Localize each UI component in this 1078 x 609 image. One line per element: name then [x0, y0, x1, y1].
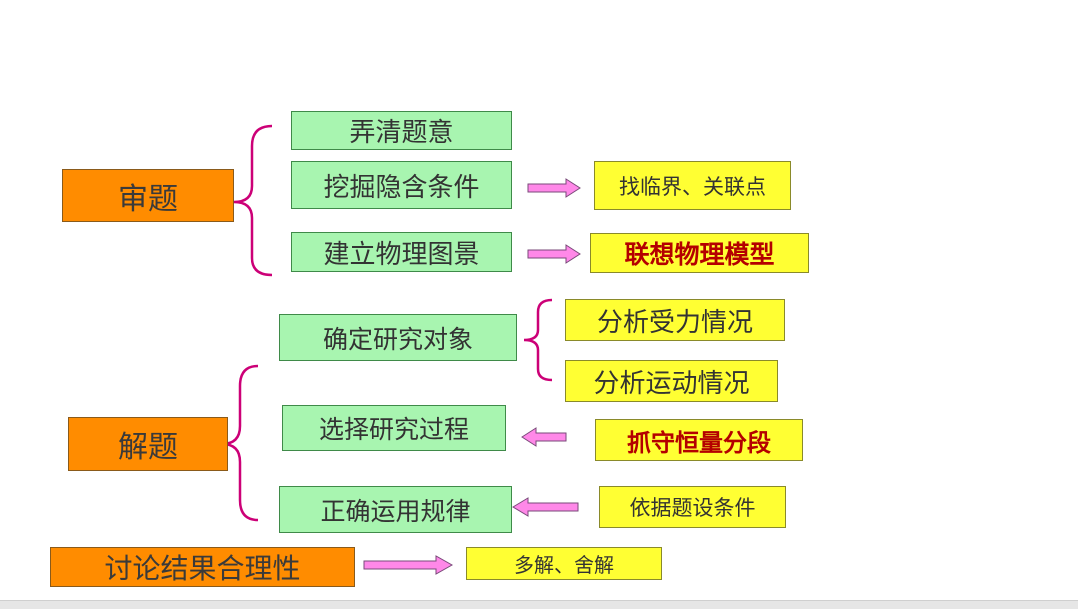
analysis-motion: 分析运动情况 [565, 360, 778, 402]
arrow-left-basis [512, 497, 579, 517]
object-brace [523, 298, 553, 382]
solve-item-law: 正确运用规律 [279, 486, 512, 533]
solve-item-process: 选择研究过程 [282, 405, 506, 451]
note-multiple-solutions: 多解、舍解 [466, 547, 662, 580]
solve-item-object: 确定研究对象 [279, 314, 517, 361]
arrow-right-discuss [363, 555, 454, 575]
step-solve: 解题 [68, 417, 228, 471]
bottom-divider [0, 600, 1078, 609]
review-item-clarify: 弄清题意 [291, 111, 512, 150]
step-review: 审题 [62, 169, 234, 222]
review-brace [233, 124, 273, 277]
note-critical-points: 找临界、关联点 [594, 161, 791, 210]
analysis-force: 分析受力情况 [565, 299, 785, 341]
arrow-right-hidden [527, 178, 581, 198]
step-discuss: 讨论结果合理性 [50, 547, 355, 587]
note-given-conditions: 依据题设条件 [599, 486, 786, 528]
note-conserved-segments: 抓守恒量分段 [595, 419, 803, 461]
arrow-left-segment [521, 427, 567, 447]
review-item-scene: 建立物理图景 [291, 232, 512, 272]
arrow-right-scene [527, 244, 581, 264]
note-physical-model: 联想物理模型 [590, 233, 809, 273]
review-item-hidden: 挖掘隐含条件 [291, 161, 512, 209]
